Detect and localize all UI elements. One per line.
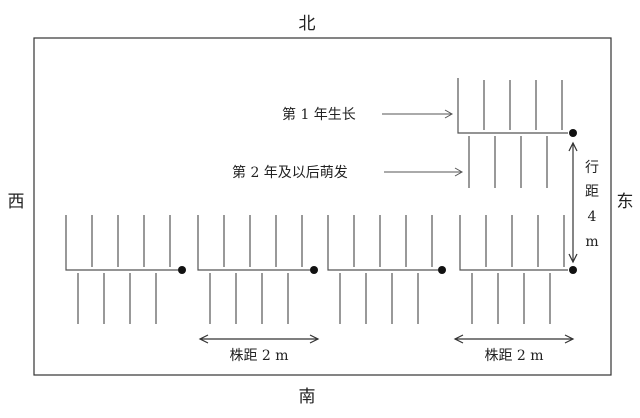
second-year-label: 第 2 年及以后萌发 [232, 164, 348, 181]
row-spacing-unit: m [585, 234, 598, 250]
row-spacing-value: 4 [588, 209, 597, 225]
plant-point-3 [438, 266, 446, 274]
row-spacing-arrow [568, 141, 578, 264]
plant-spacing-label-right: 株距 2 m [484, 348, 543, 364]
plant-point-4 [569, 266, 577, 274]
second-year-arrow [384, 167, 464, 177]
first-year-growth [457, 78, 568, 134]
plant-spacing-arrow-right [453, 334, 575, 344]
field-frame [33, 37, 612, 376]
plant-top [457, 78, 568, 188]
first-year-label: 第 1 年生长 [282, 106, 356, 123]
plant-point-1 [178, 266, 186, 274]
plant-row-bottom [65, 215, 568, 324]
plant-spacing-label-left: 株距 2 m [229, 348, 288, 364]
plant-point-top [569, 129, 577, 137]
plant-spacing-arrow-left [198, 334, 320, 344]
plant-3 [327, 215, 438, 324]
south-label: 南 [299, 387, 316, 407]
east-label: 东 [617, 192, 634, 212]
second-year-sprouts [468, 136, 548, 188]
west-label: 西 [8, 192, 25, 212]
plant-2 [197, 215, 310, 324]
row-spacing-char-1: 行 [585, 160, 599, 176]
plant-1 [65, 215, 178, 324]
north-label: 北 [299, 14, 316, 34]
first-year-arrow [382, 109, 454, 119]
plant-point-2 [310, 266, 318, 274]
row-spacing-char-2: 距 [585, 184, 599, 200]
plant-4 [459, 215, 568, 324]
